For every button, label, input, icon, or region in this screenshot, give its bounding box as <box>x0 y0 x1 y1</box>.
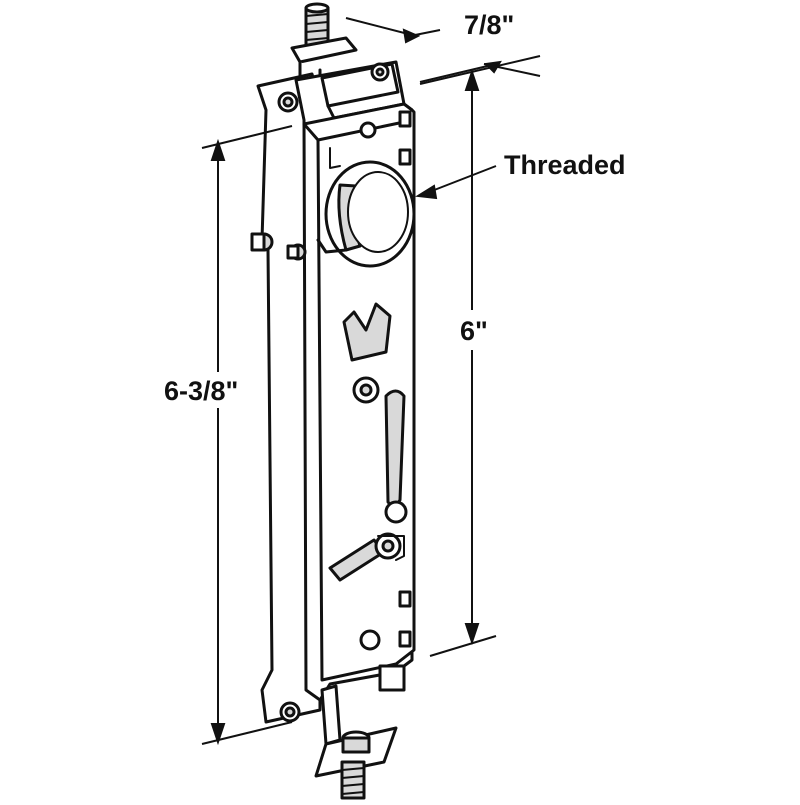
overall-height-dimension <box>201 125 293 746</box>
overall-height-label: 6-3/8" <box>164 376 238 406</box>
threaded-cylinder-hole <box>316 160 416 268</box>
right-side-tabs <box>398 110 412 648</box>
depth-dimension <box>345 17 541 85</box>
threaded-label: Threaded <box>504 150 626 180</box>
spring-mechanism <box>352 376 408 524</box>
threaded-leader <box>415 165 497 200</box>
set-screws <box>250 232 307 261</box>
latch-cam <box>342 302 392 362</box>
bottom-threaded-stud <box>314 684 398 800</box>
depth-label: 7/8" <box>464 10 514 40</box>
hole-spacing-dimension <box>419 63 497 657</box>
hole-spacing-label: 6" <box>460 316 488 346</box>
actuator-lever <box>328 532 405 582</box>
